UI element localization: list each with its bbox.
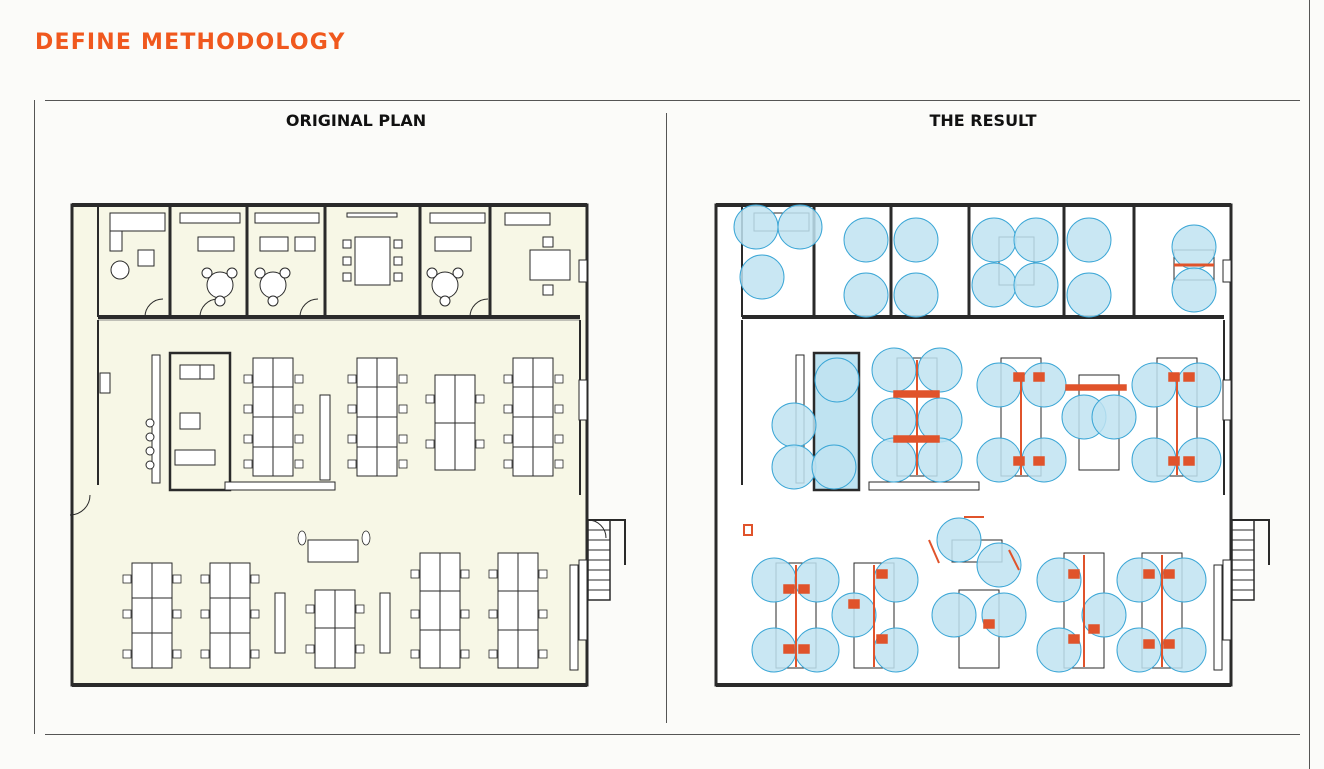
top-divider (45, 100, 1300, 101)
desk-cluster-8 (419, 552, 461, 669)
original-furniture (99, 212, 579, 671)
original-floor-plan (70, 203, 626, 687)
left-border (34, 100, 35, 734)
result-floor-plan (714, 203, 1270, 687)
desk-cluster-5 (131, 562, 173, 669)
bottom-divider (45, 734, 1300, 735)
desk-cluster-1 (252, 357, 294, 477)
partition-screens (783, 263, 1214, 667)
desk-cluster-2 (356, 357, 398, 477)
desk-cluster-6 (209, 562, 251, 669)
desk-cluster-4 (512, 357, 554, 477)
desk-cluster-7 (314, 589, 356, 669)
desk-cluster-9 (497, 552, 539, 669)
original-plan-title: ORIGINAL PLAN (285, 111, 427, 130)
result-plan-title: THE RESULT (929, 111, 1037, 130)
right-border (1309, 0, 1310, 769)
page-title: DEFINE METHODOLOGY (35, 30, 346, 55)
desk-cluster-3 (434, 374, 476, 471)
center-divider (666, 113, 667, 723)
original-chairs (122, 374, 564, 659)
